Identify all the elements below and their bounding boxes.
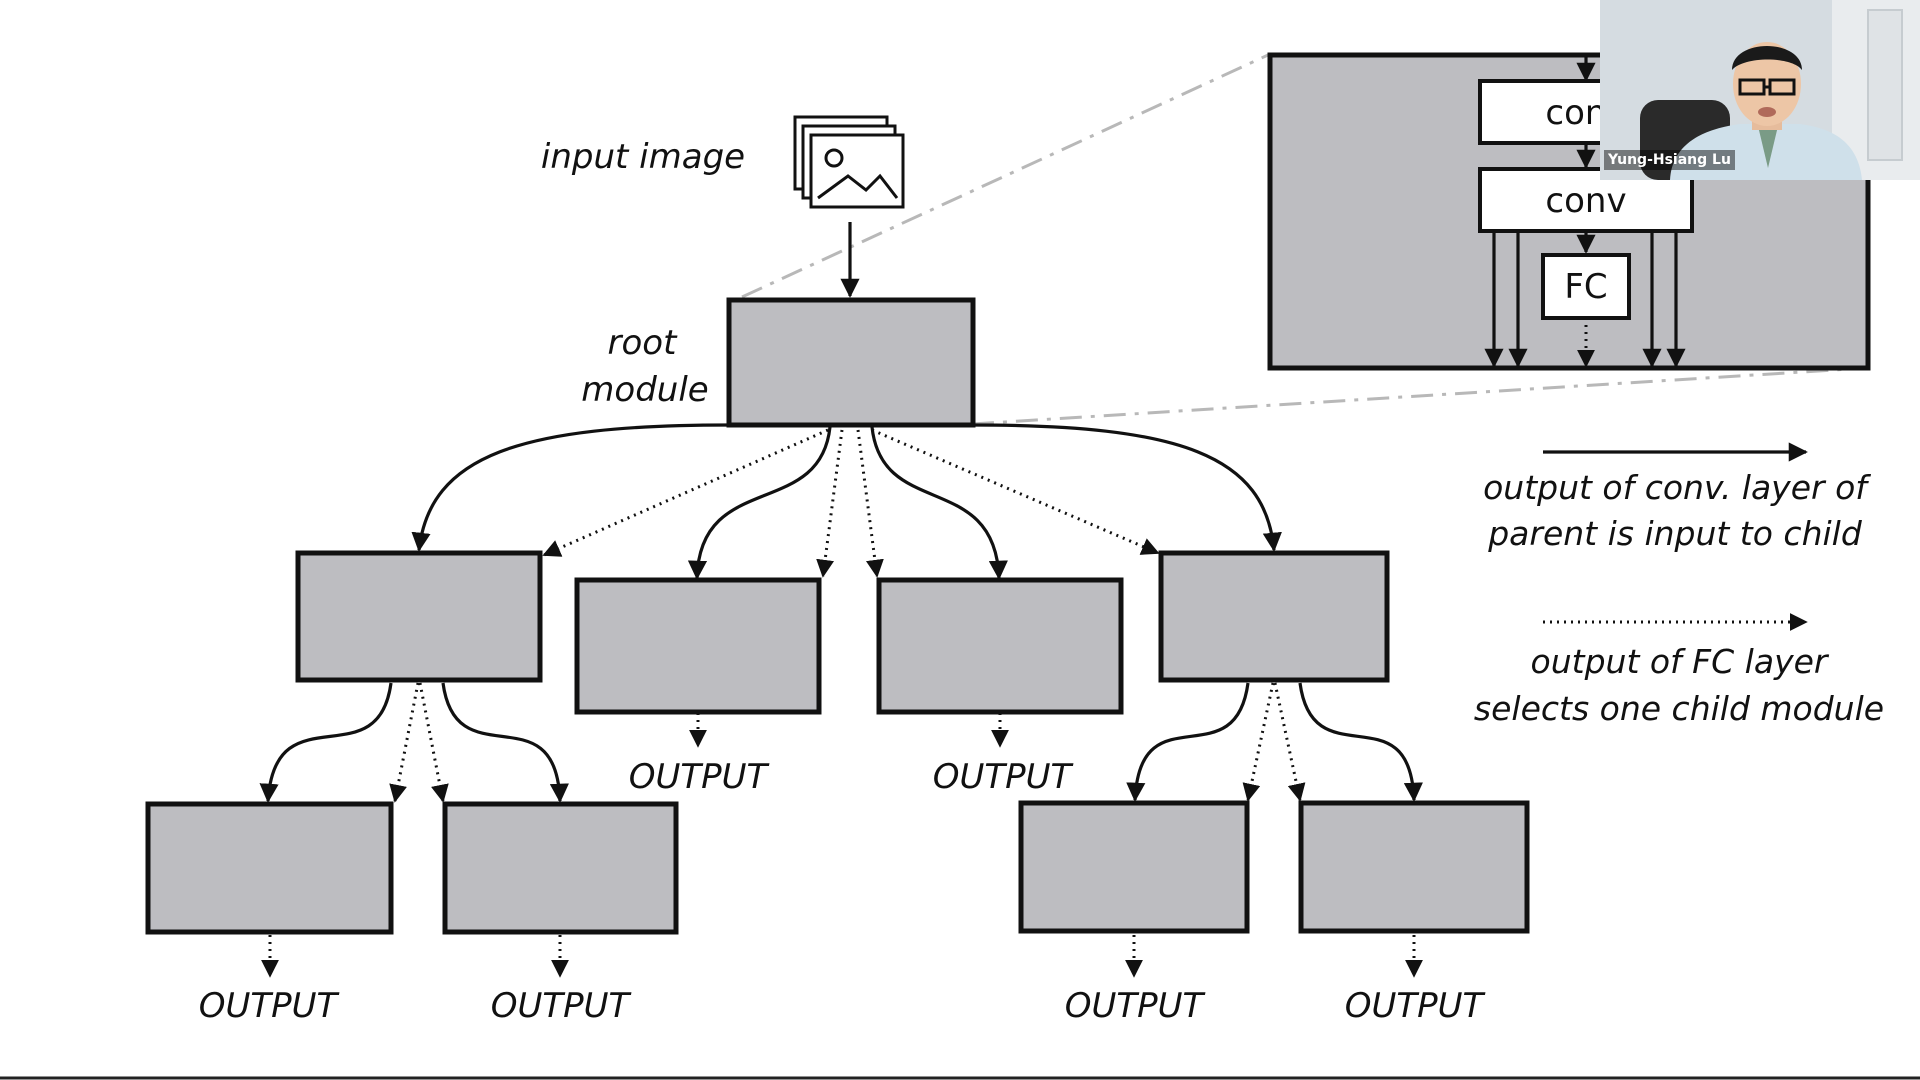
child-module-2 [574, 577, 822, 715]
output-label-gc3: OUTPUT [1065, 986, 1206, 1026]
root-module-label-line1: root [608, 323, 679, 363]
grandchild-module-2 [442, 801, 679, 935]
image-stack-icon [793, 115, 905, 209]
speaker-video-tile[interactable]: Yung-Hsiang Lu [1600, 0, 1920, 180]
zoom-line-bottom [971, 366, 1867, 426]
zoom-line-top [741, 53, 1269, 299]
output-label-gc2: OUTPUT [491, 986, 632, 1026]
grandchild-module-1 [145, 801, 394, 935]
legend-dotted-text-1: output of FC layer [1531, 642, 1830, 681]
output-label-gc1: OUTPUT [199, 986, 340, 1026]
grandchild-module-3 [1018, 800, 1250, 934]
inset-fc-block [1541, 253, 1631, 320]
input-image-label: input image [541, 137, 745, 177]
inset-conv-label-bottom: conv [1545, 181, 1626, 221]
output-label-gc4: OUTPUT [1345, 986, 1486, 1026]
speaker-name-label: Yung-Hsiang Lu [1604, 150, 1735, 170]
output-label-3: OUTPUT [933, 757, 1074, 797]
legend: output of conv. layer of parent is input… [1474, 442, 1884, 728]
legend-dotted-text-2: selects one child module [1474, 689, 1884, 728]
legend-solid-text-1: output of conv. layer of [1483, 468, 1871, 507]
root-module-label-line2: module [581, 370, 708, 410]
child-module-1 [295, 550, 543, 683]
root-module [726, 297, 976, 428]
child-module-3 [876, 577, 1124, 715]
person-video-icon [1600, 0, 1920, 180]
legend-solid-text-2: parent is input to child [1487, 514, 1863, 553]
grandchild-module-4 [1298, 800, 1530, 934]
child-module-4 [1158, 550, 1390, 683]
output-label-2: OUTPUT [629, 757, 770, 797]
inset-fc-label: FC [1564, 267, 1607, 307]
